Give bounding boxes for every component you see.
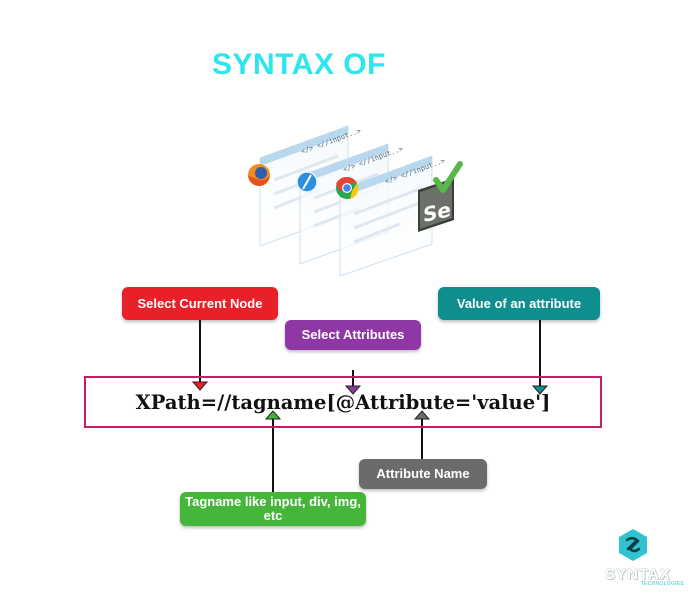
arrow-tagname (264, 410, 282, 492)
svg-text:Se: Se (423, 197, 451, 227)
safari-icon (296, 171, 318, 193)
xpath-syntax-box: XPath=//tagname[@Attribute='value'] (84, 376, 602, 428)
arrow-value (531, 320, 549, 395)
arrow-current-node (191, 320, 209, 391)
logo-subtitle: TECHNOLOGIES (640, 581, 684, 587)
label-select-attributes: Select Attributes (285, 320, 421, 350)
label-select-current-node: Select Current Node (122, 287, 278, 320)
label-value-of-attribute: Value of an attribute (438, 287, 600, 320)
label-attribute-name: Attribute Name (359, 459, 487, 489)
arrow-attributes (344, 370, 362, 395)
syntax-logo-icon (619, 529, 647, 561)
page-title: SYNTAX OF (212, 48, 386, 81)
firefox-icon (248, 164, 270, 186)
logo-name: SYNTAX (605, 566, 671, 583)
selenium-logo-icon: Se (418, 161, 463, 232)
xpath-expression: XPath=//tagname[@Attribute='value'] (135, 390, 551, 414)
arrow-attribute-name (413, 410, 431, 459)
browser-windows-illustration: </> <//input..> </> <//input..> </> <//i… (248, 125, 463, 277)
chrome-icon (336, 176, 359, 199)
label-tagname: Tagname like input, div, img, etc (180, 492, 366, 526)
